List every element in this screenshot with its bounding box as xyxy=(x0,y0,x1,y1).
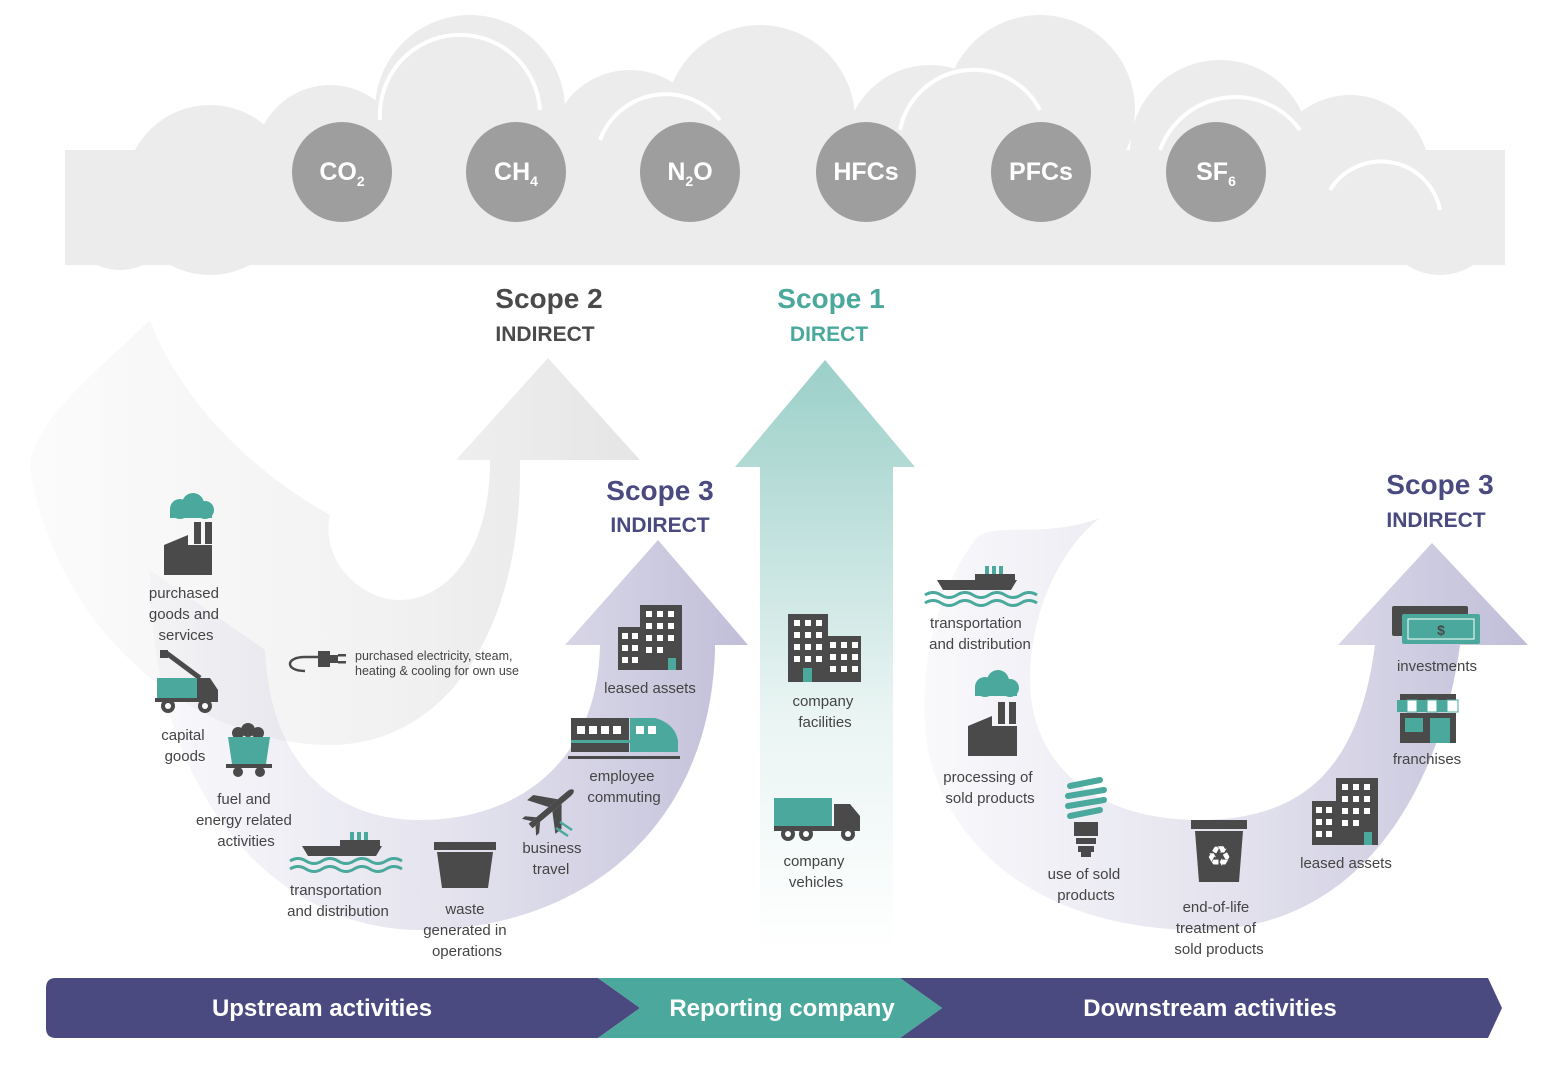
plug-icon xyxy=(288,651,346,673)
scope2-arrow xyxy=(30,320,640,745)
scope1-subtitle: DIRECT xyxy=(790,323,868,346)
downstream-label: Downstream activities xyxy=(1083,995,1336,1022)
label-company-facilities: company facilities xyxy=(792,693,857,731)
upstream-label: Upstream activities xyxy=(212,995,432,1022)
company-truck-icon xyxy=(774,798,860,841)
label-upstream-leased-assets: leased assets xyxy=(604,680,696,697)
label-downstream-leased-assets: leased assets xyxy=(1300,855,1392,872)
label-purchased-goods: purchased goods and services xyxy=(149,585,223,644)
gas-n2o: N2O xyxy=(640,122,740,222)
label-investments: investments xyxy=(1397,658,1477,675)
label-processing: processing of sold products xyxy=(943,769,1036,807)
label-franchises: franchises xyxy=(1393,751,1461,768)
dollar-icon: $ xyxy=(1437,622,1445,638)
svg-text:N2O: N2O xyxy=(667,158,712,189)
downstream-factory-icon xyxy=(968,670,1019,756)
gas-pfcs: PFCs xyxy=(991,122,1091,222)
label-upstream-transport: transportation and distribution xyxy=(287,882,389,920)
recycle-bin-icon: ♻ xyxy=(1191,820,1247,882)
svg-text:CO2: CO2 xyxy=(319,158,365,189)
factory-icon xyxy=(164,493,214,575)
cloud-outlines xyxy=(377,32,1442,211)
crane-truck-icon xyxy=(155,649,218,713)
scope3-upstream-arrow xyxy=(150,540,748,930)
gas-hfcs: HFCs xyxy=(816,122,916,222)
downstream-bar xyxy=(900,978,1502,1038)
downstream-building-icon xyxy=(1312,778,1378,845)
label-company-vehicles: company vehicles xyxy=(783,853,848,891)
scope3-upstream-subtitle: INDIRECT xyxy=(610,514,709,537)
gas-ch4: CH4 xyxy=(466,122,566,222)
company-building-icon xyxy=(788,614,861,682)
scope2-title: Scope 2 xyxy=(495,283,602,314)
mine-cart-icon xyxy=(226,723,272,777)
gas-sf6: SF6 xyxy=(1166,122,1266,222)
recycle-icon: ♻ xyxy=(1206,840,1231,873)
label-employee-commuting: employee commuting xyxy=(587,768,660,806)
scope3-downstream-subtitle: INDIRECT xyxy=(1386,509,1485,532)
label-fuel-energy: fuel and energy related activities xyxy=(196,791,296,850)
svg-text:CH4: CH4 xyxy=(494,158,538,189)
building-icon xyxy=(618,605,682,670)
scope3-downstream-title: Scope 3 xyxy=(1386,469,1493,500)
gas-co2: CO2 xyxy=(292,122,392,222)
train-icon xyxy=(568,718,680,759)
label-capital-goods: capital goods xyxy=(161,727,209,765)
dumpster-icon xyxy=(434,842,496,888)
cloud-band xyxy=(65,15,1505,275)
label-downstream-transport: transportation and distribution xyxy=(929,615,1031,653)
airplane-icon xyxy=(521,789,574,836)
label-waste: waste generated in operations xyxy=(423,901,511,960)
storefront-icon xyxy=(1397,694,1459,743)
svg-text:PFCs: PFCs xyxy=(1009,158,1073,186)
downstream-ship-icon xyxy=(924,566,1038,607)
scope2-subtitle: INDIRECT xyxy=(495,323,594,346)
label-business-travel: business travel xyxy=(522,840,585,878)
bottom-bar: Upstream activities Reporting company Do… xyxy=(46,978,1502,1038)
ship-icon xyxy=(289,832,403,873)
svg-text:HFCs: HFCs xyxy=(833,158,898,186)
gas-circles: CO2 CH4 N2O HFCs PFCs SF6 xyxy=(292,122,1266,222)
plane-trail-icon xyxy=(555,820,573,838)
reporting-label: Reporting company xyxy=(669,995,895,1022)
label-purchased-electricity: purchased electricity, steam, heating & … xyxy=(355,649,519,678)
upstream-bar xyxy=(46,978,640,1038)
svg-text:SF6: SF6 xyxy=(1196,158,1236,189)
light-bulb-icon xyxy=(1065,777,1107,857)
label-end-of-life: end-of-life treatment of sold products xyxy=(1174,899,1263,958)
scope3-upstream-title: Scope 3 xyxy=(606,475,713,506)
money-icon: $ xyxy=(1392,606,1480,644)
reporting-bar xyxy=(598,978,942,1038)
label-use-of-sold-products: use of sold products xyxy=(1048,866,1125,904)
scope1-title: Scope 1 xyxy=(777,283,884,314)
